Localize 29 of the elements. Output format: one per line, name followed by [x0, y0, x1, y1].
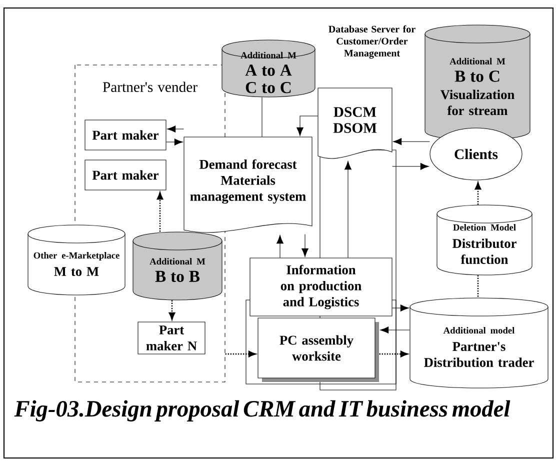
arrow	[392, 162, 429, 170]
arrow	[474, 182, 482, 205]
process-box: Information on production and Logistics	[250, 258, 392, 316]
database-cylinder: Additional M B to B	[132, 232, 222, 300]
arrow	[296, 116, 318, 136]
database-cylinder: Additional M A to A C to C	[222, 40, 316, 98]
arrow	[379, 350, 408, 358]
caption: Fig-03.Design proposal CRM and IT business model	[14, 400, 510, 422]
database-cylinder: Additional M B to C Visualization for stream	[424, 24, 530, 140]
process-box: Part maker N	[138, 322, 206, 354]
process-box: Part maker	[84, 160, 166, 190]
arrow	[392, 304, 409, 312]
arrow	[380, 326, 410, 334]
database-cylinder: Additional model Partner's Distribution trader	[410, 298, 548, 388]
arrow	[225, 350, 256, 358]
arrow	[166, 138, 183, 146]
database-cylinder: Other e-Marketplace M to M	[28, 224, 126, 296]
process-box: PC assembly worksite	[258, 318, 379, 382]
arrow	[276, 235, 284, 258]
arrow	[156, 192, 164, 232]
arrow	[344, 161, 352, 258]
document-box: Demand forecast Materials management system	[184, 136, 312, 233]
database-label: Database Server for Customer/Order Management	[328, 25, 416, 59]
database-cylinder: Deletion Model Distributor function	[436, 204, 532, 276]
arrow	[168, 300, 176, 320]
arrow	[167, 126, 184, 132]
arrow	[302, 234, 308, 257]
document-box: DSCM DSOM	[318, 88, 392, 159]
process-box: Part maker	[84, 120, 166, 150]
